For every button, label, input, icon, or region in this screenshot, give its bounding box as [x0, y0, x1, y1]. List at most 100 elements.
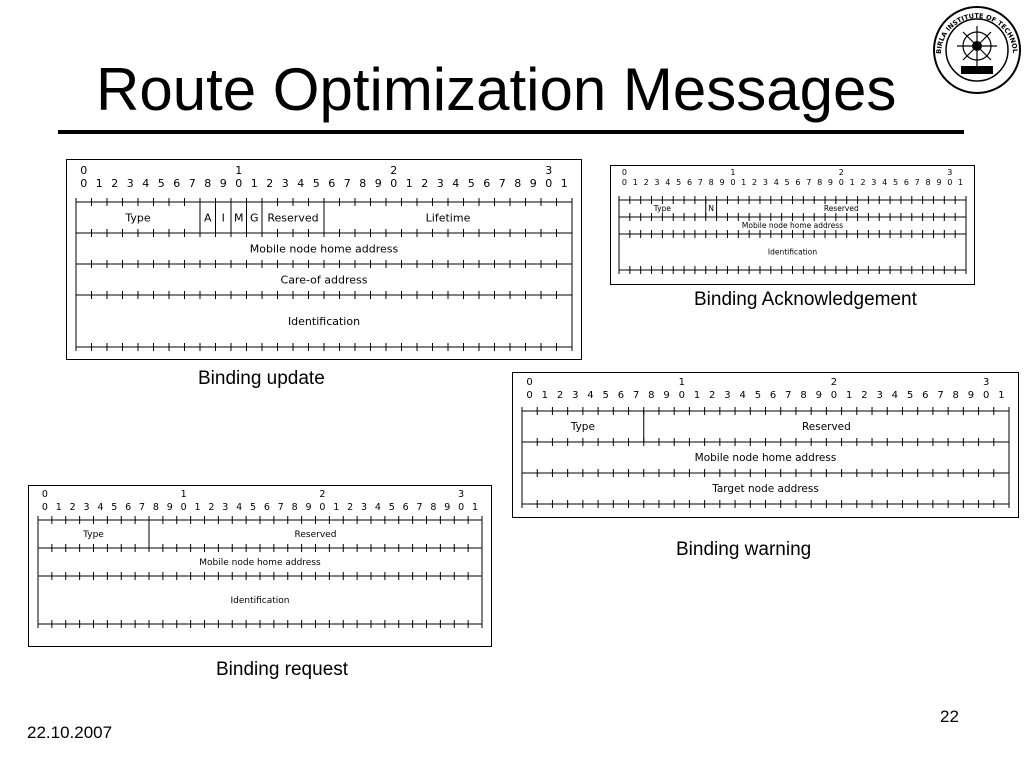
- bit-index-label: 8: [359, 177, 366, 190]
- bit-index-label: 2: [752, 178, 757, 187]
- bit-index-label: 2: [347, 502, 353, 513]
- bit-index-label: 8: [514, 177, 521, 190]
- bit-index-label: 4: [142, 177, 149, 190]
- bit-index-label: 5: [603, 390, 609, 401]
- bit-index-label: 2: [861, 390, 867, 401]
- bit-index-label: 3: [127, 177, 134, 190]
- field-label: Identification: [768, 248, 817, 257]
- bit-index-label: 9: [306, 502, 312, 513]
- bit-index-label: 8: [648, 390, 654, 401]
- bit-tens-label: 1: [679, 377, 685, 388]
- bit-index-label: 8: [430, 502, 436, 513]
- bit-index-label: 5: [785, 178, 790, 187]
- bit-index-label: 4: [97, 502, 103, 513]
- bit-tens-label: 0: [622, 168, 627, 177]
- bit-index-label: 6: [264, 502, 270, 513]
- bit-index-label: 1: [333, 502, 339, 513]
- bit-index-label: 2: [709, 390, 715, 401]
- bit-index-label: 9: [936, 178, 941, 187]
- bit-index-label: 8: [817, 178, 822, 187]
- bit-index-label: 1: [472, 502, 478, 513]
- bit-index-label: 0: [80, 177, 87, 190]
- bit-index-label: 3: [871, 178, 876, 187]
- bit-index-label: 2: [421, 177, 428, 190]
- bit-tens-label: 2: [319, 489, 325, 500]
- bit-index-label: 7: [417, 502, 423, 513]
- bit-index-label: 3: [437, 177, 444, 190]
- bit-index-label: 9: [663, 390, 669, 401]
- bit-tens-label: 0: [526, 377, 532, 388]
- bit-index-label: 9: [719, 178, 724, 187]
- bit-index-label: 9: [968, 390, 974, 401]
- bit-index-label: 7: [633, 390, 639, 401]
- field-label: Reserved: [267, 211, 318, 224]
- bit-index-label: 5: [755, 390, 761, 401]
- bit-index-label: 4: [665, 178, 670, 187]
- bit-index-label: 9: [530, 177, 537, 190]
- bit-index-label: 7: [785, 390, 791, 401]
- bit-index-label: 7: [139, 502, 145, 513]
- bit-index-label: 1: [850, 178, 855, 187]
- bit-index-label: 8: [292, 502, 298, 513]
- slide-title: Route Optimization Messages: [96, 56, 897, 123]
- bit-index-label: 0: [839, 178, 844, 187]
- bit-index-label: 7: [278, 502, 284, 513]
- bit-index-label: 6: [904, 178, 909, 187]
- bit-tens-label: 3: [947, 168, 952, 177]
- bit-index-label: 9: [375, 177, 382, 190]
- bit-index-label: 1: [96, 177, 103, 190]
- field-label: Identification: [288, 315, 360, 328]
- bit-index-label: 6: [173, 177, 180, 190]
- field-label: Mobile node home address: [199, 558, 321, 568]
- page-number: 22: [940, 707, 959, 726]
- bit-index-label: 7: [806, 178, 811, 187]
- bit-index-label: 1: [998, 390, 1004, 401]
- bit-index-label: 0: [181, 502, 187, 513]
- bit-index-label: 1: [633, 178, 638, 187]
- binding-request-caption: Binding request: [216, 659, 349, 680]
- field-label: A: [204, 211, 212, 224]
- bit-index-label: 4: [739, 390, 745, 401]
- bit-index-label: 0: [545, 177, 552, 190]
- bit-tens-label: 1: [235, 164, 242, 177]
- bit-index-label: 7: [915, 178, 920, 187]
- field-label: Mobile node home address: [695, 452, 837, 464]
- bit-index-label: 5: [158, 177, 165, 190]
- field-label: Type: [124, 211, 150, 224]
- slide-date: 22.10.2007: [27, 723, 113, 742]
- bit-index-label: 5: [468, 177, 475, 190]
- bit-index-label: 6: [125, 502, 131, 513]
- bit-index-label: 1: [694, 390, 700, 401]
- field-label: M: [234, 211, 244, 224]
- bit-index-label: 6: [770, 390, 776, 401]
- field-label: Reserved: [802, 421, 851, 433]
- bit-index-label: 9: [167, 502, 173, 513]
- bit-index-label: 5: [111, 502, 117, 513]
- bit-index-label: 5: [250, 502, 256, 513]
- bit-index-label: 6: [328, 177, 335, 190]
- bit-index-label: 0: [831, 390, 837, 401]
- bit-index-label: 2: [266, 177, 273, 190]
- bit-tens-label: 1: [181, 489, 187, 500]
- field-label: I: [222, 211, 225, 224]
- bit-index-label: 4: [452, 177, 459, 190]
- bit-index-label: 6: [618, 390, 624, 401]
- field-label: Care-of address: [281, 273, 368, 286]
- field-label: Lifetime: [426, 211, 471, 224]
- bit-index-label: 1: [846, 390, 852, 401]
- bit-index-label: 4: [882, 178, 887, 187]
- bit-index-label: 0: [42, 502, 48, 513]
- bit-index-label: 8: [800, 390, 806, 401]
- bit-tens-label: 2: [839, 168, 844, 177]
- field-label: Type: [570, 421, 595, 433]
- field-label: Type: [82, 530, 104, 540]
- title-underline: [58, 130, 964, 134]
- bit-index-label: 2: [860, 178, 865, 187]
- bit-index-label: 0: [679, 390, 685, 401]
- bit-index-label: 3: [654, 178, 659, 187]
